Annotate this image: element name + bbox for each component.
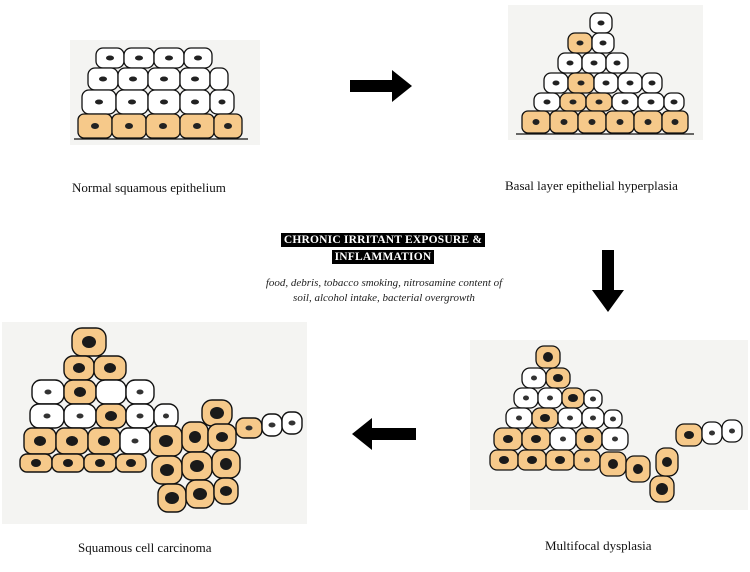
hyperplasia-illustration — [508, 5, 703, 140]
carcinoma-illustration — [2, 322, 307, 524]
arrow-right-icon — [350, 68, 414, 109]
normal-epithelium-illustration — [70, 40, 260, 145]
caption-dysplasia: Multifocal dysplasia — [545, 538, 652, 553]
dysplasia-illustration — [470, 340, 748, 510]
caption-hyperplasia: Basal layer epithelial hyperplasia — [505, 178, 678, 193]
panel-carcinoma — [2, 322, 307, 527]
caption-normal: Normal squamous epithelium — [72, 180, 226, 195]
center-title-line2: INFLAMMATION — [331, 250, 435, 264]
center-title: CHRONIC IRRITANT EXPOSURE & INFLAMMATION — [270, 231, 496, 265]
arrow-down-icon — [590, 250, 626, 319]
panel-dysplasia — [470, 340, 748, 512]
center-subtitle: food, debris, tobacco smoking, nitrosami… — [265, 277, 503, 304]
center-title-line1: CHRONIC IRRITANT EXPOSURE & — [280, 233, 486, 247]
panel-normal-epithelium — [70, 40, 260, 150]
caption-carcinoma: Squamous cell carcinoma — [78, 540, 212, 555]
arrow-left-icon — [350, 416, 416, 457]
panel-hyperplasia — [508, 5, 703, 145]
